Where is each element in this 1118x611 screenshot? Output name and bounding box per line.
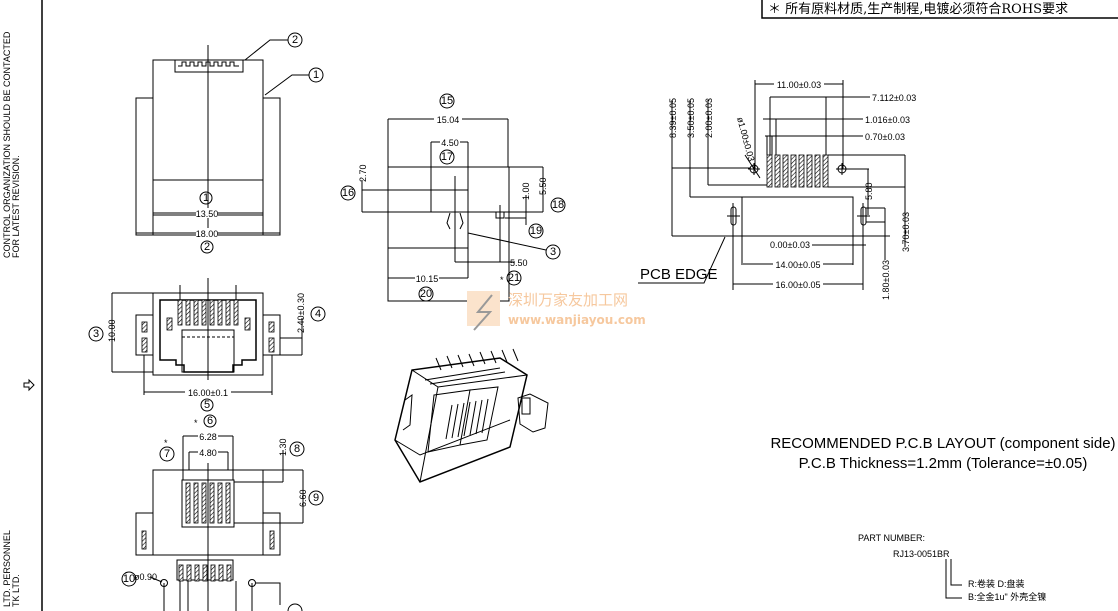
- dim-2-40: 2.40±0.30: [296, 293, 306, 333]
- dim-13-50: 13.50: [196, 209, 219, 219]
- layout-title-line-1: RECOMMENDED P.C.B LAYOUT (component side…: [770, 435, 1115, 452]
- star-mark-7: *: [164, 438, 168, 448]
- dim-11-00: 11.00±0.03: [777, 80, 821, 90]
- margin-line-3: LTD. PERSONNEL: [2, 530, 12, 607]
- dim-2-00: 2.00±0.03: [704, 98, 714, 138]
- part-number-value: RJ13-0051BR: [893, 549, 950, 559]
- dim-15-04: 15.04: [437, 115, 460, 125]
- dim-10-15: 10.15: [416, 274, 439, 284]
- part-number-block: PART NUMBER: RJ13-0051BR R:卷装 D:盘装 B:全金1…: [858, 533, 1046, 602]
- option-r-text: R:卷装 D:盘装: [968, 578, 1025, 589]
- dim-1-00: 1.00: [521, 182, 531, 200]
- arrow-icon: [23, 378, 35, 392]
- dim-5-80: 5.80: [864, 182, 874, 200]
- callout-21: 21: [508, 272, 520, 284]
- dim-1-80: 1.80±0.03: [881, 260, 891, 300]
- callout-4: 4: [315, 308, 321, 320]
- star-mark-21: *: [500, 275, 504, 285]
- dim-6-60: 6.60: [298, 489, 308, 507]
- dim-4-80: 4.80: [199, 448, 217, 458]
- callout-18: 18: [552, 199, 564, 211]
- callout-6: 6: [207, 415, 213, 427]
- dim-7-112: 7.112±0.03: [872, 93, 916, 103]
- star-mark: *: [194, 418, 198, 428]
- callout-1-leader: 1: [313, 69, 319, 81]
- pcb-edge-label: PCB EDGE: [640, 266, 718, 283]
- dim-8-39: 8.39±0.05: [668, 98, 678, 138]
- watermark-logo-icon: [473, 294, 493, 331]
- isometric-view: [394, 348, 549, 483]
- watermark-cn: 深圳万家友加工网: [508, 291, 628, 309]
- rohs-note-text: ＊ 所有原料材质,生产制程,电镀必须符合ROHS要求: [768, 1, 1068, 17]
- margin-line-2: FOR LATEST REVISION.: [11, 155, 21, 258]
- dim-16-00: 16.00±0.1: [188, 388, 228, 398]
- layout-title-line-2: P.C.B Thickness=1.2mm (Tolerance=±0.05): [799, 455, 1088, 472]
- side-view: 15.04 15 4.50 17 2.70 16 5.50 18 1.00 19…: [340, 93, 566, 302]
- watermark-url: www.wanjiayou.com: [508, 313, 646, 327]
- callout-1: 1: [203, 192, 209, 204]
- callout-5: 5: [204, 399, 210, 411]
- dim-6-28: 6.28: [199, 432, 217, 442]
- dim-14-00: 14.00±0.05: [776, 260, 821, 270]
- dim-3-70: 3.70±0.03: [901, 212, 911, 252]
- callout-9: 9: [313, 492, 319, 504]
- dim-1-016: 1.016±0.03: [865, 115, 910, 125]
- dim-1-30: 1.30: [278, 438, 288, 456]
- dim-5-50-vert: 5.50: [538, 177, 548, 195]
- callout-20: 20: [420, 288, 432, 300]
- dim-2-70: 2.70: [358, 164, 368, 182]
- dim-10-00: 10.00: [107, 319, 117, 342]
- option-b-text: B:全金1u" 外壳全镍: [968, 591, 1046, 602]
- rohs-note: ＊ 所有原料材质,生产制程,电镀必须符合ROHS要求: [761, 0, 1118, 19]
- callout-7: 7: [164, 448, 170, 460]
- pcb-pads: [766, 154, 829, 188]
- watermark: 深圳万家友加工网 www.wanjiayou.com: [467, 291, 646, 331]
- front-view: 13.50 18.00 1 2 2 1: [135, 32, 324, 254]
- callout-3: 3: [93, 328, 99, 340]
- dim-4-50: 4.50: [441, 138, 459, 148]
- dim-0-00: 0.00±0.03: [770, 240, 810, 250]
- dim-hole-1-00: ø1.00±0.03: [735, 116, 756, 163]
- dim-3-50: 3.50±0.05: [686, 98, 696, 138]
- dim-5-50-horiz: 5.50: [510, 258, 528, 268]
- callout-17: 17: [441, 151, 453, 163]
- callout-2-leader: 2: [292, 34, 298, 46]
- bottom-view: 10.00 3 16.00±0.1 2.40±0.30 4 5 * 6 * 7: [88, 278, 326, 462]
- dim-16-00-pcb: 16.00±0.05: [776, 280, 821, 290]
- part-number-label: PART NUMBER:: [858, 533, 925, 543]
- callout-3-side: 3: [550, 246, 556, 258]
- dim-hole-0-90: ø0.90: [134, 572, 157, 582]
- margin-text: CONTROL ORGANIZATION SHOULD BE CONTACTED…: [2, 31, 35, 607]
- callout-16: 16: [342, 187, 354, 199]
- callout-15: 15: [441, 95, 453, 107]
- pcb-layout: 11.00±0.03 7.112±0.03 1.016±0.03 0.70±0.…: [638, 79, 916, 300]
- dim-18-00: 18.00: [196, 229, 219, 239]
- top-view: 6.28 4.80 1.30 8 6.60 9 ø0.90 10: [121, 431, 324, 611]
- callout-8: 8: [294, 443, 300, 455]
- callout-19: 19: [530, 225, 542, 237]
- callout-10: 10: [123, 573, 135, 585]
- margin-line-4: TK LTD.: [11, 574, 21, 607]
- callout-2: 2: [204, 241, 210, 253]
- dim-0-70: 0.70±0.03: [865, 132, 905, 142]
- margin-line-1: CONTROL ORGANIZATION SHOULD BE CONTACTED: [2, 31, 12, 258]
